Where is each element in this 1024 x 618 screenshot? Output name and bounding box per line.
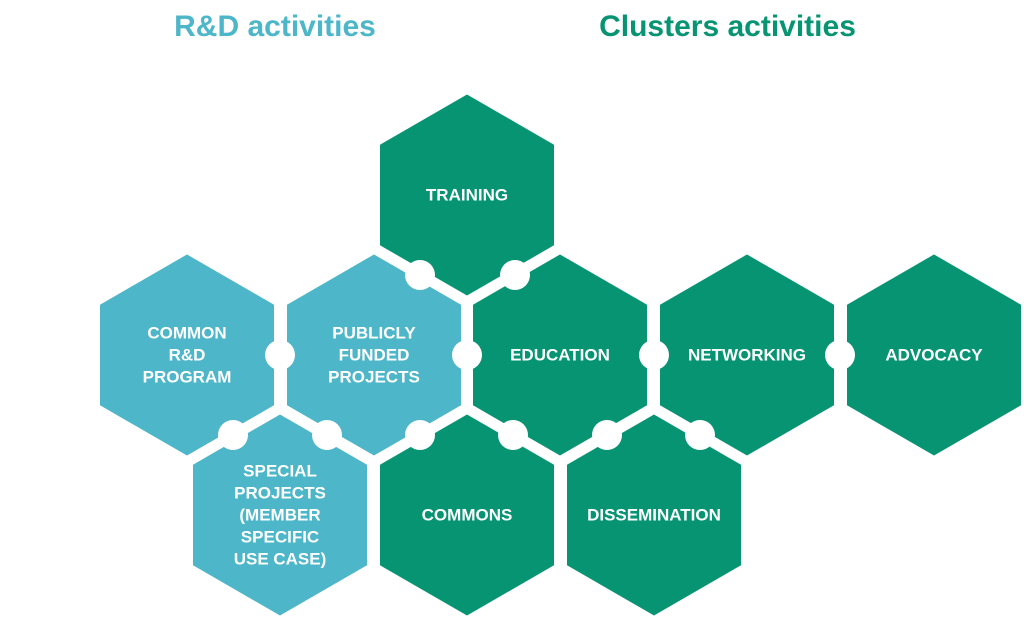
hexagon-label-special-projects: PROJECTS	[234, 484, 326, 503]
hexagon-label-networking: NETWORKING	[688, 346, 806, 365]
connector-dot	[498, 420, 528, 450]
hexagon-dissemination: DISSEMINATION	[561, 407, 747, 618]
hexagon-publicly-funded-projects: PUBLICLY FUNDED PROJECTS	[281, 247, 467, 463]
hexagon-label-special-projects: SPECIAL	[243, 462, 317, 481]
hexagon-label-special-projects: (MEMBER	[239, 506, 320, 525]
hexagon-label-training: TRAINING	[426, 186, 508, 205]
hexagon-shape-dissemination	[561, 407, 747, 618]
hexagon-special-projects: SPECIAL PROJECTS (MEMBER SPECIFIC USE CASE)	[187, 407, 373, 618]
hexagon-training: TRAINING	[374, 87, 560, 303]
connector-dot	[592, 420, 622, 450]
hexagon-label-dissemination: DISSEMINATION	[587, 506, 721, 525]
hexagon-label-common-rd-program: COMMON	[147, 324, 226, 343]
hexagon-shape-training	[374, 87, 560, 303]
hexagon-label-publicly-funded-projects: PROJECTS	[328, 368, 420, 387]
connector-dot	[218, 420, 248, 450]
connector-dot	[639, 340, 669, 370]
hexagon-label-commons: COMMONS	[422, 506, 513, 525]
rd-activities-heading: R&D activities	[174, 10, 376, 43]
hexagon-shape-publicly-funded-projects	[281, 247, 467, 463]
hexagon-label-advocacy: ADVOCACY	[885, 346, 983, 365]
connector-dot	[685, 420, 715, 450]
hexagon-shape-education	[467, 247, 653, 463]
connector-dot	[825, 340, 855, 370]
hexagon-advocacy: ADVOCACY	[841, 247, 1024, 463]
hexagon-label-special-projects: USE CASE)	[234, 550, 327, 569]
hexagon-shape-special-projects	[187, 407, 373, 618]
hexagon-label-publicly-funded-projects: PUBLICLY	[332, 324, 416, 343]
hexagon-shape-common-rd-program	[94, 247, 280, 463]
connector-dot	[405, 260, 435, 290]
connector-dot	[405, 420, 435, 450]
hexagon-label-education: EDUCATION	[510, 346, 610, 365]
hexagon-shape-commons	[374, 407, 560, 618]
connector-dot	[452, 340, 482, 370]
hexagon-education: EDUCATION	[467, 247, 653, 463]
hexagon-common-rd-program: COMMON R&D PROGRAM	[94, 247, 280, 463]
hexagon-shape-advocacy	[841, 247, 1024, 463]
hexagon-label-publicly-funded-projects: FUNDED	[339, 346, 410, 365]
hexagon-shape-networking	[654, 247, 840, 463]
hexagon-label-common-rd-program: PROGRAM	[143, 368, 232, 387]
connector-dot	[500, 260, 530, 290]
hexagon-networking: NETWORKING	[654, 247, 840, 463]
connector-dot	[312, 420, 342, 450]
hexagon-label-common-rd-program: R&D	[169, 346, 206, 365]
clusters-activities-heading: Clusters activities	[599, 10, 856, 43]
connector-dot	[265, 340, 295, 370]
hexagon-label-special-projects: SPECIFIC	[241, 528, 319, 547]
hexagon-commons: COMMONS	[374, 407, 560, 618]
